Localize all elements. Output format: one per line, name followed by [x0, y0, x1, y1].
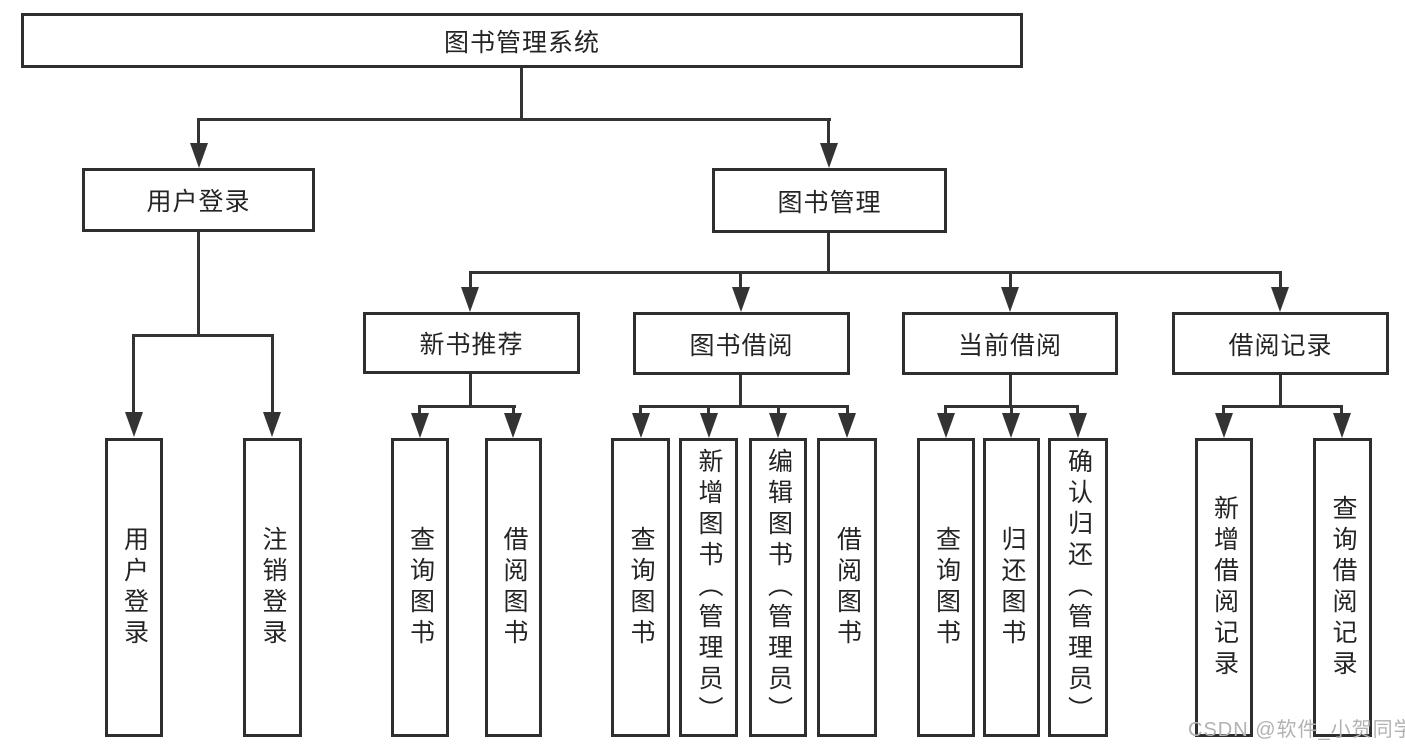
connector-line: [1009, 375, 1012, 407]
connector-line: [520, 68, 523, 120]
arrow-down-icon: [1001, 287, 1019, 312]
connector-line: [1222, 405, 1343, 408]
leaf-borrow-books-recommendation: 借阅图书: [485, 438, 542, 737]
arrow-down-icon: [700, 413, 718, 438]
node-label: 新书推荐: [419, 331, 524, 359]
arrow-down-icon: [263, 412, 281, 437]
connector-line: [1010, 405, 1013, 415]
node-label: 查询图书: [627, 525, 655, 650]
arrow-down-icon: [1333, 413, 1351, 438]
node-label: 用户登录: [146, 188, 251, 216]
arrow-down-icon: [411, 413, 429, 438]
connector-line: [197, 118, 200, 145]
node-label: 查询图书: [932, 525, 961, 650]
node-label: 注销登录: [259, 525, 287, 650]
connector-line: [271, 334, 274, 413]
node-label: 借阅图书: [833, 525, 862, 650]
leaf-query-books-recommendation: 查询图书: [391, 438, 449, 737]
leaf-query-books-current: 查询图书: [917, 438, 975, 737]
connector-line: [132, 334, 135, 413]
leaf-return-books: 归还图书: [983, 438, 1040, 737]
csdn-watermark: CSDN @软件_小贺同学: [1188, 719, 1405, 741]
connector-line: [1279, 271, 1282, 289]
leaf-query-borrowing-record: 查询借阅记录: [1313, 438, 1372, 737]
connector-line: [418, 405, 421, 415]
connector-line: [827, 118, 830, 145]
connector-line: [777, 405, 780, 415]
node-label: 图书管理: [777, 188, 882, 217]
connector-line: [1222, 405, 1225, 415]
node-label: 查询借阅记录: [1329, 494, 1357, 681]
leaf-query-books-borrowing: 查询图书: [611, 438, 670, 737]
connector-line: [707, 405, 710, 415]
connector-line: [197, 232, 200, 337]
connector-line: [418, 405, 516, 408]
arrow-down-icon: [1215, 413, 1233, 438]
connector-line: [827, 233, 830, 274]
arrow-down-icon: [1069, 413, 1087, 438]
arrow-down-icon: [632, 413, 650, 438]
node-label: 借阅图书: [500, 525, 528, 650]
leaf-edit-books-admin: 编辑图书（管理员）: [749, 438, 807, 737]
connector-line: [846, 405, 849, 415]
connector-line: [739, 271, 742, 289]
node-label: 查询图书: [406, 525, 435, 650]
arrow-down-icon: [838, 413, 856, 438]
node-user-login: 用户登录: [82, 168, 315, 232]
arrow-down-icon: [190, 143, 208, 168]
node-new-book-recommendation: 新书推荐: [363, 312, 580, 374]
node-label: 确认归还（管理员）: [1064, 448, 1093, 727]
connector-line: [469, 271, 472, 289]
node-library-management-system: 图书管理系统: [21, 13, 1023, 68]
connector-line: [639, 405, 849, 408]
node-label: 用户登录: [120, 525, 149, 650]
node-current-borrowing: 当前借阅: [902, 312, 1118, 375]
connector-line: [512, 405, 515, 415]
leaf-add-borrowing-record: 新增借阅记录: [1195, 438, 1253, 737]
arrow-down-icon: [1271, 287, 1289, 312]
connector-line: [944, 405, 947, 415]
node-book-management: 图书管理: [712, 168, 947, 233]
arrow-down-icon: [820, 143, 838, 168]
node-borrowing-records: 借阅记录: [1172, 312, 1389, 375]
leaf-user-login: 用户登录: [105, 438, 163, 737]
node-label: 图书管理系统: [443, 28, 600, 57]
connector-line: [469, 374, 472, 407]
arrow-down-icon: [937, 413, 955, 438]
arrow-down-icon: [461, 287, 479, 312]
leaf-borrow-books-borrowing: 借阅图书: [817, 438, 877, 737]
connector-line: [639, 405, 642, 415]
arrow-down-icon: [1002, 413, 1020, 438]
connector-line: [469, 271, 1282, 274]
connector-line: [1340, 405, 1343, 415]
connector-line: [1076, 405, 1079, 415]
node-label: 当前借阅: [957, 331, 1062, 360]
node-label: 图书借阅: [689, 331, 794, 360]
leaf-logout: 注销登录: [243, 438, 302, 737]
arrow-down-icon: [769, 413, 787, 438]
arrow-down-icon: [504, 413, 522, 438]
node-label: 归还图书: [998, 525, 1026, 650]
node-label: 编辑图书（管理员）: [764, 448, 793, 727]
connector-line: [132, 334, 274, 337]
node-book-borrowing: 图书借阅: [633, 312, 850, 375]
arrow-down-icon: [732, 287, 750, 312]
node-label: 新增借阅记录: [1210, 494, 1239, 681]
connector-line: [1279, 375, 1282, 407]
connector-line: [1009, 271, 1012, 289]
connector-line: [197, 118, 831, 121]
connector-line: [739, 375, 742, 407]
leaf-add-books-admin: 新增图书（管理员）: [679, 438, 738, 737]
leaf-confirm-return-admin: 确认归还（管理员）: [1048, 438, 1108, 737]
arrow-down-icon: [125, 412, 143, 437]
node-label: 借阅记录: [1228, 331, 1333, 360]
node-label: 新增图书（管理员）: [695, 448, 723, 727]
